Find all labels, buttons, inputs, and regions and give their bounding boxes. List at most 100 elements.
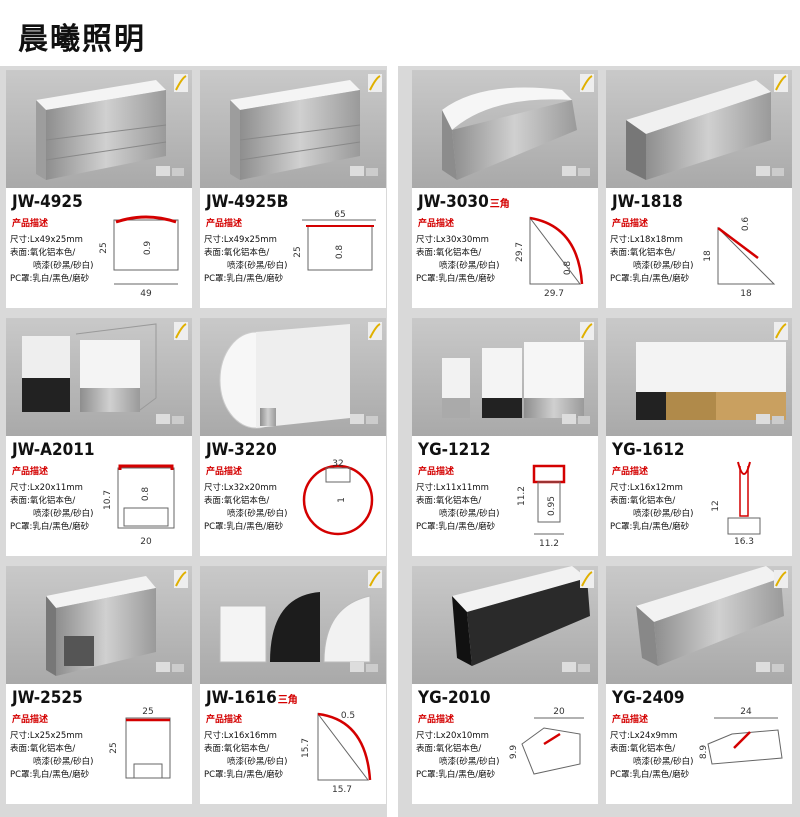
product-info: JW-1818 产品描述 尺寸:Lx18x18mm 表面:氧化铝本色/ 喷漆(砂… bbox=[606, 188, 792, 308]
spec-list: 尺寸:Lx49x25mm 表面:氧化铝本色/ 喷漆(砂黑/砂白) PC罩:乳白/… bbox=[204, 234, 292, 286]
spec-surface: 表面:氧化铝本色/ bbox=[204, 744, 270, 754]
model-label: YG-2409 bbox=[612, 688, 685, 708]
description-heading: 产品描述 bbox=[612, 715, 649, 725]
svg-text:18: 18 bbox=[703, 250, 713, 262]
model-number: JW-4925B bbox=[206, 192, 289, 212]
product-photo bbox=[6, 318, 192, 436]
spec-pc-cover: PC罩:乳白/黑色/磨砂 bbox=[204, 770, 284, 780]
product-info: JW-3030三角 产品描述 尺寸:Lx30x30mm 表面:氧化铝本色/ 喷漆… bbox=[412, 188, 598, 308]
product-photo bbox=[606, 566, 792, 684]
svg-text:0.6: 0.6 bbox=[741, 217, 751, 232]
product-card-yg-1612[interactable]: YG-1612 产品描述 尺寸:Lx16x12mm 表面:氧化铝本色/ 喷漆(砂… bbox=[606, 318, 792, 556]
spec-surface: 表面:氧化铝本色/ bbox=[10, 744, 76, 754]
product-photo bbox=[606, 318, 792, 436]
product-photo bbox=[200, 70, 386, 188]
spec-paint: 喷漆(砂黑/砂白) bbox=[633, 261, 694, 271]
description-heading: 产品描述 bbox=[418, 715, 455, 725]
spec-surface: 表面:氧化铝本色/ bbox=[610, 744, 676, 754]
description-heading: 产品描述 bbox=[206, 467, 243, 477]
svg-text:32: 32 bbox=[332, 459, 343, 469]
product-photo bbox=[6, 566, 192, 684]
model-label: JW-3030 bbox=[418, 192, 489, 212]
product-card-yg-2010[interactable]: YG-2010 产品描述 尺寸:Lx20x10mm 表面:氧化铝本色/ 喷漆(砂… bbox=[412, 566, 598, 804]
spec-pc-cover: PC罩:乳白/黑色/磨砂 bbox=[10, 274, 90, 284]
spec-paint: 喷漆(砂黑/砂白) bbox=[33, 261, 94, 271]
product-card-jw-2525[interactable]: JW-2525 产品描述 尺寸:Lx25x25mm 表面:氧化铝本色/ 喷漆(砂… bbox=[6, 566, 192, 804]
spec-list: 尺寸:Lx11x11mm 表面:氧化铝本色/ 喷漆(砂黑/砂白) PC罩:乳白/… bbox=[416, 482, 504, 534]
model-number: JW-2525 bbox=[12, 688, 84, 708]
spec-size: 尺寸:Lx24x9mm bbox=[610, 731, 678, 741]
product-card-jw-4925b[interactable]: JW-4925B 产品描述 尺寸:Lx49x25mm 表面:氧化铝本色/ 喷漆(… bbox=[200, 70, 386, 308]
spec-list: 尺寸:Lx20x11mm 表面:氧化铝本色/ 喷漆(砂黑/砂白) PC罩:乳白/… bbox=[10, 482, 98, 534]
model-label: JW-1616 bbox=[206, 688, 277, 708]
model-number: JW-4925 bbox=[12, 192, 84, 212]
product-card-yg-2409[interactable]: YG-2409 产品描述 尺寸:Lx24x9mm 表面:氧化铝本色/ 喷漆(砂黑… bbox=[606, 566, 792, 804]
spec-size: 尺寸:Lx11x11mm bbox=[416, 483, 489, 493]
spec-size: 尺寸:Lx30x30mm bbox=[416, 235, 489, 245]
model-number: JW-3220 bbox=[206, 440, 278, 460]
model-number: YG-1612 bbox=[612, 440, 686, 460]
model-number: JW-1616三角 bbox=[206, 688, 298, 708]
product-info: JW-3220 产品描述 尺寸:Lx32x20mm 表面:氧化铝本色/ 喷漆(砂… bbox=[200, 436, 386, 556]
description-heading: 产品描述 bbox=[612, 467, 649, 477]
spec-list: 尺寸:Lx24x9mm 表面:氧化铝本色/ 喷漆(砂黑/砂白) PC罩:乳白/黑… bbox=[610, 730, 698, 782]
svg-text:0.8: 0.8 bbox=[141, 487, 151, 502]
product-card-yg-1212[interactable]: YG-1212 产品描述 尺寸:Lx11x11mm 表面:氧化铝本色/ 喷漆(砂… bbox=[412, 318, 598, 556]
product-photo bbox=[200, 566, 386, 684]
spec-size: 尺寸:Lx25x25mm bbox=[10, 731, 83, 741]
svg-text:25: 25 bbox=[109, 742, 119, 753]
spec-pc-cover: PC罩:乳白/黑色/磨砂 bbox=[416, 274, 496, 284]
product-card-jw-3220[interactable]: JW-3220 产品描述 尺寸:Lx32x20mm 表面:氧化铝本色/ 喷漆(砂… bbox=[200, 318, 386, 556]
spec-surface: 表面:氧化铝本色/ bbox=[610, 248, 676, 258]
spec-pc-cover: PC罩:乳白/黑色/磨砂 bbox=[610, 522, 690, 532]
spec-surface: 表面:氧化铝本色/ bbox=[416, 248, 482, 258]
description-heading: 产品描述 bbox=[206, 219, 243, 229]
svg-text:20: 20 bbox=[140, 537, 152, 547]
svg-text:49: 49 bbox=[140, 289, 152, 299]
model-number: YG-2010 bbox=[418, 688, 492, 708]
spec-size: 尺寸:Lx49x25mm bbox=[204, 235, 277, 245]
spec-list: 尺寸:Lx16x16mm 表面:氧化铝本色/ 喷漆(砂黑/砂白) PC罩:乳白/… bbox=[204, 730, 292, 782]
product-card-jw-1616[interactable]: JW-1616三角 产品描述 尺寸:Lx16x16mm 表面:氧化铝本色/ 喷漆… bbox=[200, 566, 386, 804]
svg-text:24: 24 bbox=[740, 707, 752, 717]
model-label: JW-3220 bbox=[206, 440, 277, 460]
svg-text:11.2: 11.2 bbox=[539, 539, 559, 548]
description-heading: 产品描述 bbox=[418, 219, 455, 229]
model-label: YG-1212 bbox=[418, 440, 491, 460]
svg-text:12: 12 bbox=[711, 500, 721, 511]
svg-text:65: 65 bbox=[334, 210, 345, 220]
spec-surface: 表面:氧化铝本色/ bbox=[204, 496, 270, 506]
spec-pc-cover: PC罩:乳白/黑色/磨砂 bbox=[416, 770, 496, 780]
svg-text:29.7: 29.7 bbox=[544, 289, 564, 299]
spec-pc-cover: PC罩:乳白/黑色/磨砂 bbox=[204, 274, 284, 284]
product-card-jw-3030[interactable]: JW-3030三角 产品描述 尺寸:Lx30x30mm 表面:氧化铝本色/ 喷漆… bbox=[412, 70, 598, 308]
svg-text:8.9: 8.9 bbox=[699, 745, 709, 760]
svg-text:25: 25 bbox=[293, 246, 303, 257]
spec-surface: 表面:氧化铝本色/ bbox=[10, 496, 76, 506]
svg-text:0.5: 0.5 bbox=[341, 711, 355, 721]
spec-paint: 喷漆(砂黑/砂白) bbox=[633, 757, 694, 767]
spec-surface: 表面:氧化铝本色/ bbox=[416, 744, 482, 754]
spec-paint: 喷漆(砂黑/砂白) bbox=[227, 757, 288, 767]
product-info: YG-2010 产品描述 尺寸:Lx20x10mm 表面:氧化铝本色/ 喷漆(砂… bbox=[412, 684, 598, 804]
model-number: JW-3030三角 bbox=[418, 192, 510, 212]
product-card-jw-a2011[interactable]: JW-A2011 产品描述 尺寸:Lx20x11mm 表面:氧化铝本色/ 喷漆(… bbox=[6, 318, 192, 556]
spec-pc-cover: PC罩:乳白/黑色/磨砂 bbox=[204, 522, 284, 532]
svg-text:0.9: 0.9 bbox=[143, 241, 153, 256]
spec-list: 尺寸:Lx25x25mm 表面:氧化铝本色/ 喷漆(砂黑/砂白) PC罩:乳白/… bbox=[10, 730, 98, 782]
model-number: JW-A2011 bbox=[12, 440, 96, 460]
spec-pc-cover: PC罩:乳白/黑色/磨砂 bbox=[10, 770, 90, 780]
product-card-jw-4925[interactable]: JW-4925 产品描述 尺寸:Lx49x25mm 表面:氧化铝本色/ 喷漆(砂… bbox=[6, 70, 192, 308]
product-card-jw-1818[interactable]: JW-1818 产品描述 尺寸:Lx18x18mm 表面:氧化铝本色/ 喷漆(砂… bbox=[606, 70, 792, 308]
spec-list: 尺寸:Lx32x20mm 表面:氧化铝本色/ 喷漆(砂黑/砂白) PC罩:乳白/… bbox=[204, 482, 292, 534]
product-photo bbox=[412, 70, 598, 188]
model-suffix: 三角 bbox=[277, 695, 298, 706]
spec-paint: 喷漆(砂黑/砂白) bbox=[633, 509, 694, 519]
